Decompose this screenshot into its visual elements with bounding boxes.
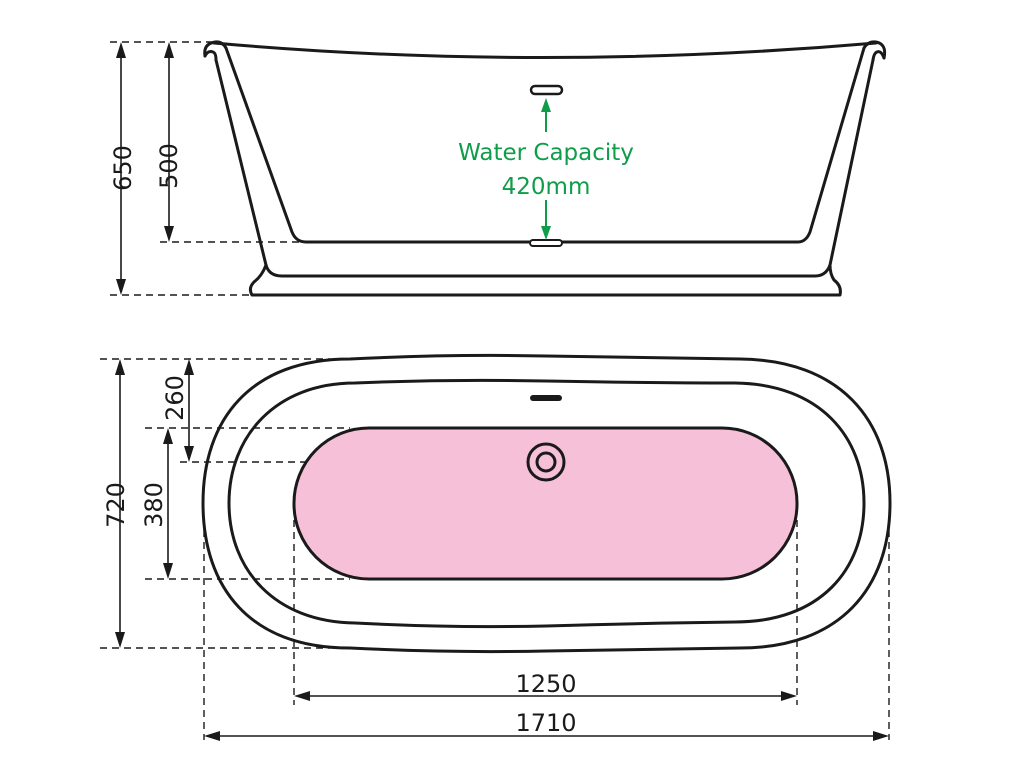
dimension-label-720: 720 bbox=[102, 482, 130, 528]
dimension-label-500: 500 bbox=[155, 143, 183, 189]
overflow-icon bbox=[529, 84, 564, 96]
overflow-icon bbox=[530, 395, 562, 401]
bath-inner-rim bbox=[227, 378, 866, 629]
dimension-650: 650 bbox=[109, 42, 137, 295]
dimension-label-650: 650 bbox=[109, 145, 137, 191]
dimension-1710: 1710 bbox=[204, 709, 889, 741]
bath-outer-rim bbox=[201, 353, 892, 654]
dimension-label-1250: 1250 bbox=[515, 670, 576, 698]
dimension-260: 260 bbox=[161, 359, 194, 462]
bath-side-profile bbox=[203, 40, 887, 297]
dimension-500: 500 bbox=[155, 42, 183, 242]
dimension-1250: 1250 bbox=[294, 670, 797, 701]
water-capacity-annotation: Water Capacity 420mm bbox=[458, 98, 634, 240]
side-view: 650 500 bbox=[109, 40, 887, 297]
water-area bbox=[292, 426, 799, 581]
dimension-label-1710: 1710 bbox=[515, 709, 576, 737]
dimension-label-380: 380 bbox=[140, 482, 168, 528]
water-capacity-value: 420mm bbox=[502, 174, 591, 200]
dimension-720: 720 bbox=[102, 359, 130, 648]
waste-outlet-icon bbox=[526, 442, 566, 482]
waste-outlet-icon bbox=[529, 239, 563, 247]
dimension-380: 380 bbox=[140, 428, 173, 579]
plan-view: 720 260 380 1250 1710 bbox=[100, 353, 892, 741]
water-capacity-label: Water Capacity bbox=[458, 140, 634, 166]
dimension-label-260: 260 bbox=[161, 375, 189, 421]
